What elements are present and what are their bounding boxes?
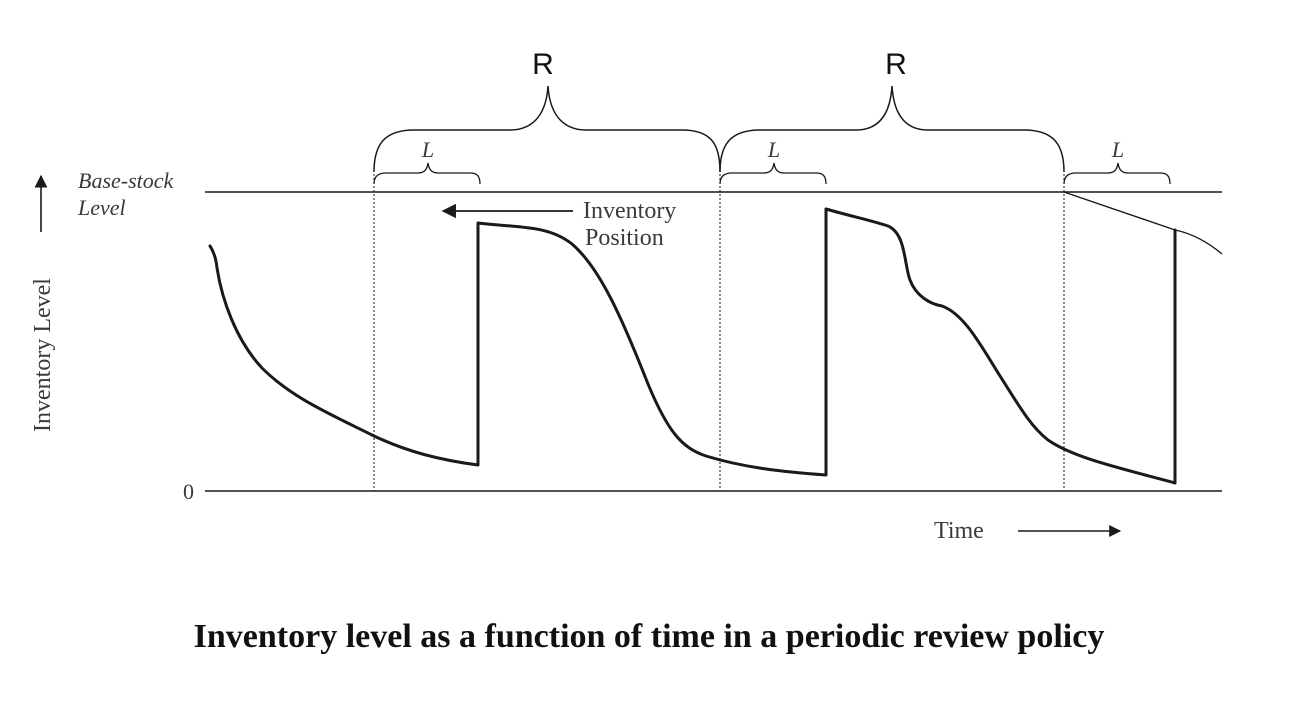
lead-time-label-3: L: [1111, 137, 1124, 162]
figure-caption: Inventory level as a function of time in…: [193, 618, 1105, 655]
lead-time-label-1: L: [421, 137, 434, 162]
y-axis-label: Inventory Level: [30, 278, 56, 432]
lead-time-label-2: L: [767, 137, 780, 162]
review-period-label-2: R: [885, 48, 907, 81]
inventory-position-line: [1063, 191, 1223, 255]
review-period-brace-2: [719, 85, 1065, 173]
review-period-label-1: R: [532, 48, 554, 81]
base-stock-label-line2: Level: [77, 195, 126, 220]
review-period-brace-1: [373, 85, 721, 173]
zero-label: 0: [183, 479, 194, 504]
base-stock-label: Base-stock: [78, 168, 175, 193]
x-axis-label: Time: [934, 518, 984, 544]
inventory-position-label: Inventory: [583, 198, 676, 224]
lead-time-brace-3: [1063, 162, 1171, 185]
inventory-level-curve: [208, 207, 1177, 485]
lead-time-brace-1: [373, 162, 481, 185]
inventory-position-label-line2: Position: [585, 225, 664, 251]
lead-time-brace-2: [719, 162, 827, 185]
